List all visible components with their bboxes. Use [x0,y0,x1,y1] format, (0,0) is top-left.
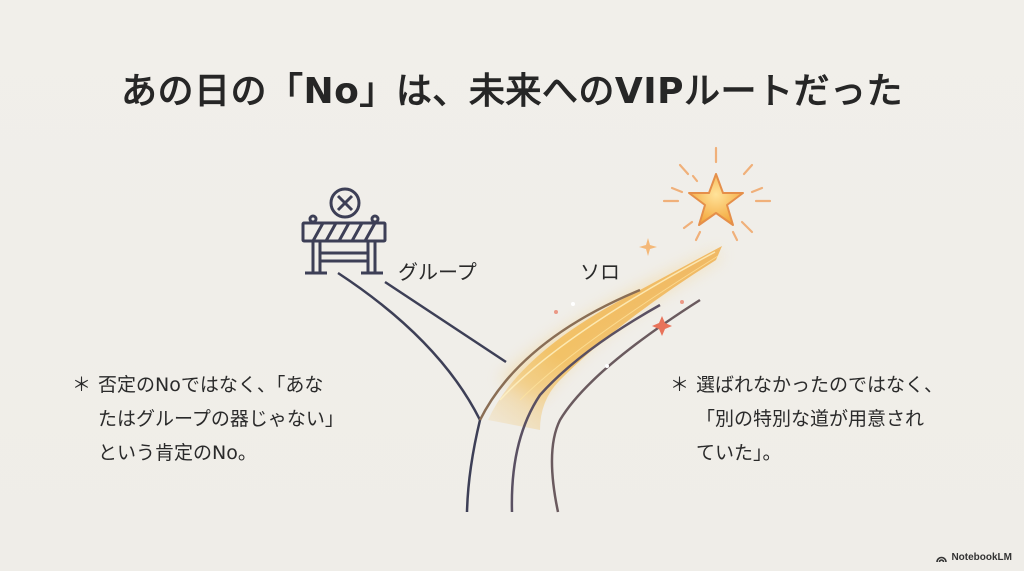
left-note-line-1: 否定のNoではなく、「あな [98,374,324,396]
slide-title: あの日の「No」は、未来へのVIPルートだった [120,71,903,112]
sparkle-icon [554,238,684,368]
bullet-asterisk: ＊ [72,374,92,396]
right-note-line-1: 選ばれなかったのではなく、 [696,374,944,396]
notebooklm-logo-icon [936,556,948,562]
group-path-label: グループ [398,260,477,284]
right-note-line-2: 「別の特別な道が用意され [696,408,925,430]
right-note-line-3: ていた」。 [696,442,782,464]
left-note-line-3: という肯定のNo。 [98,442,257,464]
bullet-asterisk: ＊ [670,374,690,396]
notebooklm-watermark: NotebookLM [936,552,1012,563]
left-note-line-2: たはグループの器じゃない」 [98,408,344,430]
road-barrier-icon [301,187,387,275]
left-note: ＊ 否定のNoではなく、「あな たはグループの器じゃない」 という肯定のNo。 [72,368,344,470]
right-note: ＊ 選ばれなかったのではなく、 「別の特別な道が用意され ていた」。 [670,368,943,470]
road-lines [337,271,701,513]
glowing-star-icon [662,146,772,242]
brand-label: NotebookLM [951,552,1012,563]
solo-path-label: ソロ [580,260,620,284]
